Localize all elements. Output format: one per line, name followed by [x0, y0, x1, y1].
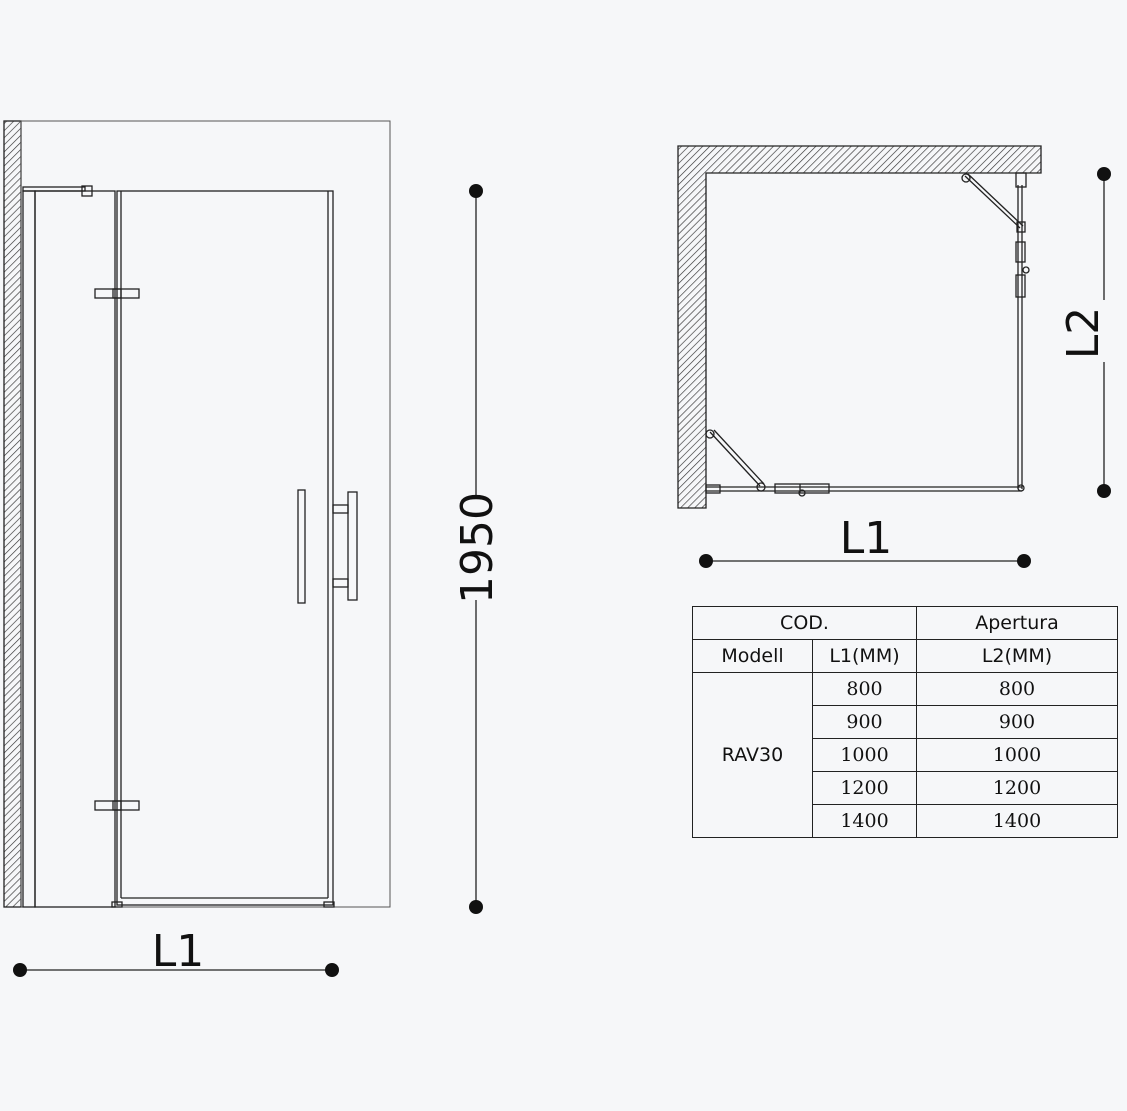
handle-post-bottom — [332, 578, 349, 588]
l1-cell: 1400 — [812, 804, 917, 838]
l2-cell: 1000 — [916, 738, 1118, 772]
table-header-row: COD. Apertura — [692, 606, 1118, 640]
l2-cell: 800 — [916, 672, 1118, 706]
front-view — [3, 120, 391, 908]
l2-cell: 900 — [916, 705, 1118, 739]
height-label: 1950 — [452, 492, 503, 604]
height-dimension: 1950 — [452, 184, 503, 914]
plan-wall-hatch — [677, 145, 1042, 509]
plan-depth-label: L2 — [1058, 307, 1109, 360]
l2-cell: 1200 — [916, 771, 1118, 805]
l1-cell: 1000 — [812, 738, 917, 772]
handle-inner — [297, 489, 306, 604]
hinge-bottom-core — [112, 800, 122, 811]
table-subheader-row: Modell L1(MM) L2(MM) — [692, 639, 1118, 673]
l1-cell: 1200 — [812, 771, 917, 805]
header-modell: Modell — [692, 639, 813, 673]
plan-profile-left — [705, 484, 721, 494]
front-width-label: L1 — [152, 926, 205, 977]
header-l1: L1(MM) — [812, 639, 917, 673]
wall-hatch — [3, 120, 22, 908]
fixed-glass — [34, 190, 116, 908]
bottom-foot-right — [323, 901, 335, 908]
l1-cell: 900 — [812, 705, 917, 739]
plan-arm-top — [964, 175, 1021, 229]
table-row: 1400 1400 — [693, 804, 1118, 838]
handle-outer — [347, 491, 358, 601]
outer-frame — [20, 120, 391, 908]
plan-hinge-side-1 — [1015, 241, 1026, 263]
bottom-foot-left — [111, 901, 123, 908]
plan-depth-dimension: L2 — [1058, 167, 1118, 498]
header-cod: COD. — [692, 606, 917, 640]
wall-profile — [22, 190, 36, 908]
handle-post-top — [332, 504, 349, 514]
plan-hinge-side-2 — [1015, 274, 1026, 298]
table-row: 1200 1200 — [693, 771, 1118, 805]
header-l2: L2(MM) — [916, 639, 1118, 673]
door-glass — [116, 190, 334, 906]
plan-profile-top — [1015, 172, 1027, 188]
model-cell: RAV30 — [692, 672, 813, 838]
plan-arm-left — [709, 431, 761, 487]
hinge-top-core — [112, 288, 122, 299]
l2-cell: 1400 — [916, 804, 1118, 838]
plan-width-label: L1 — [840, 513, 893, 564]
spec-table: COD. Apertura Modell L1(MM) L2(MM) RAV30… — [692, 606, 1118, 838]
header-apertura: Apertura — [916, 606, 1118, 640]
plan-view — [677, 145, 1042, 509]
table-row: RAV30 800 800 — [692, 672, 1118, 838]
plan-width-dimension: L1 — [699, 513, 1031, 568]
table-row: 1000 1000 — [693, 738, 1118, 772]
l1-cell: 800 — [812, 672, 917, 706]
plan-hinge-front — [774, 483, 830, 494]
front-width-dimension: L1 — [13, 926, 339, 977]
